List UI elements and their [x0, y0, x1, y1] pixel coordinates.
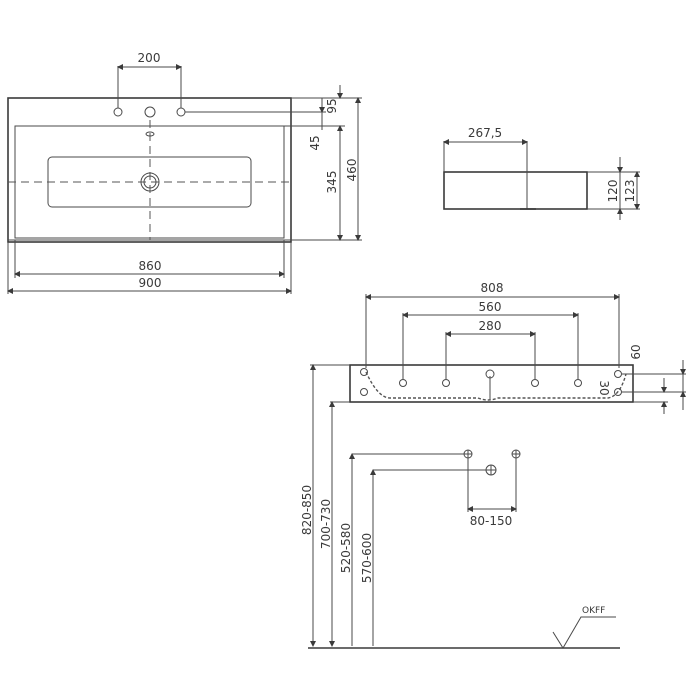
dim-345: 345	[325, 171, 339, 194]
dim-120: 120	[606, 180, 620, 203]
basin-inner-rim	[14, 125, 285, 239]
dim-520-580: 520-580	[339, 523, 353, 573]
dim-820-850: 820-850	[300, 485, 314, 535]
floor-label: OKFF	[582, 606, 605, 616]
drain-icon	[140, 172, 160, 192]
tap-hole-right	[176, 107, 186, 117]
dim-280: 280	[479, 319, 502, 333]
dim-tap-spacing: 200	[138, 51, 161, 65]
bowl-hidden-line	[365, 371, 627, 401]
side-profile	[443, 171, 588, 210]
dim-570-600: 570-600	[360, 533, 374, 583]
rear-profile	[349, 364, 634, 403]
dim-123: 123	[623, 180, 637, 203]
bracket-holes	[360, 368, 622, 396]
dim-900: 900	[139, 276, 162, 290]
basin-outline	[7, 97, 292, 243]
floor-marker-icon	[552, 616, 616, 649]
dim-560: 560	[479, 300, 502, 314]
dim-700-730: 700-730	[319, 499, 333, 549]
side-view: 267,5 120 123	[443, 126, 640, 220]
dim-860: 860	[139, 259, 162, 273]
dim-80-150: 80-150	[470, 514, 513, 528]
rear-view: 808 560 280 60 30	[349, 281, 686, 414]
dim-45: 45	[308, 135, 322, 150]
dim-30: 30	[597, 380, 611, 395]
drain-outlet	[485, 369, 495, 379]
tap-hole-center	[144, 106, 156, 118]
dim-60: 60	[629, 344, 643, 359]
tap-hole-left	[113, 107, 123, 117]
dim-267-5: 267,5	[468, 126, 502, 140]
dim-460: 460	[345, 159, 359, 182]
top-view: 200 95 45 345 460 860 900	[7, 51, 362, 294]
dim-808: 808	[481, 281, 504, 295]
overflow-hole	[145, 131, 155, 137]
dim-95: 95	[325, 98, 339, 113]
installation-view: 80-150 820-850 700-730 520-580 570-600 O…	[300, 364, 620, 649]
